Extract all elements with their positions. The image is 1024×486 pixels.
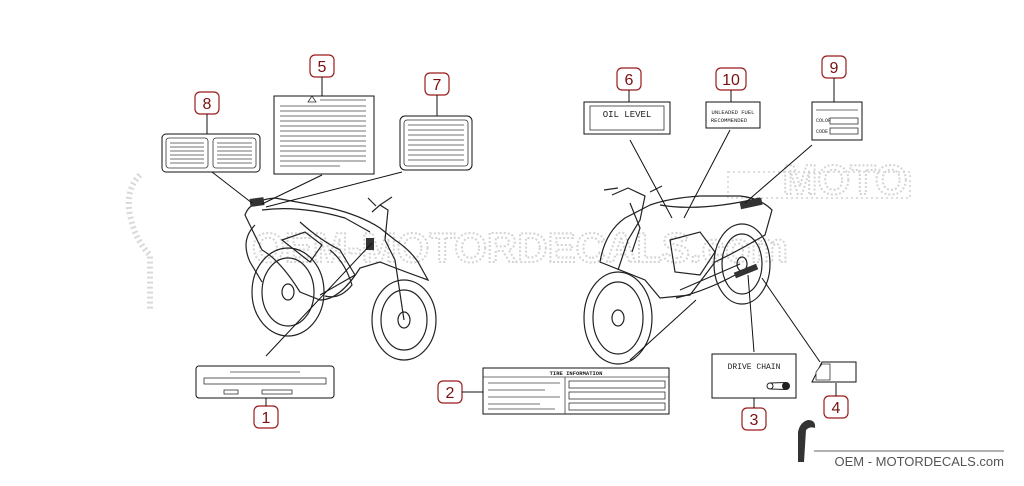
decal-6: OIL LEVEL xyxy=(583,101,671,135)
front-wheel-left xyxy=(371,279,437,361)
decal-5 xyxy=(273,95,375,175)
svg-text:3: 3 xyxy=(750,412,759,429)
unleaded-fuel-line2: RECOMMENDED xyxy=(711,117,748,124)
rear-wheel-left xyxy=(251,247,325,337)
watermark-banner xyxy=(727,171,911,199)
callout-5: 5 xyxy=(309,54,335,96)
svg-text:10: 10 xyxy=(722,72,740,89)
code-field-label: CODE xyxy=(816,129,828,135)
decal-2: TIRE INFORMATION xyxy=(482,367,670,415)
callout-2: 2 xyxy=(437,380,483,404)
leader-lines xyxy=(211,129,821,363)
callout-4: 4 xyxy=(823,383,849,419)
callout-3: 3 xyxy=(741,398,767,431)
decal-7 xyxy=(399,115,473,171)
watermark-swoosh xyxy=(125,172,153,310)
decal-9: COLOR CODE xyxy=(811,101,863,141)
tire-information-label: TIRE INFORMATION xyxy=(550,370,603,377)
svg-text:1: 1 xyxy=(262,410,271,427)
front-wheel-right xyxy=(583,271,653,365)
warning-triangle-icon xyxy=(307,95,317,103)
motorcycle-right-side xyxy=(583,185,773,365)
brand-mark: OEM - MOTORDECALS.com xyxy=(798,420,1004,469)
callout-10: 10 xyxy=(715,67,747,102)
svg-text:2: 2 xyxy=(446,385,455,402)
decal-8 xyxy=(161,133,261,173)
decal-4 xyxy=(811,361,857,383)
decal-1 xyxy=(195,365,335,399)
drive-chain-label: DRIVE CHAIN xyxy=(728,363,781,372)
svg-text:7: 7 xyxy=(433,77,442,94)
watermark-text: OEM-MOTORDECALS.com xyxy=(252,224,788,271)
watermark: MOTO OEM-MOTORDECALS.com xyxy=(125,155,911,310)
brand-bird-icon xyxy=(798,420,816,462)
svg-text:6: 6 xyxy=(625,72,634,89)
color-field-label: COLOR xyxy=(816,118,831,124)
callout-6: 6 xyxy=(616,67,642,102)
decal-10: UNLEADED FUEL RECOMMENDED xyxy=(705,101,761,129)
callout-9: 9 xyxy=(821,55,847,102)
callout-8: 8 xyxy=(194,91,220,134)
svg-text:4: 4 xyxy=(832,400,841,417)
chain-icon xyxy=(766,382,790,390)
watermark-partial-text: MOTO xyxy=(782,156,907,203)
unleaded-fuel-line1: UNLEADED FUEL xyxy=(712,109,755,116)
decal-3: DRIVE CHAIN xyxy=(711,353,797,399)
svg-text:5: 5 xyxy=(318,59,327,76)
callout-7: 7 xyxy=(424,72,450,116)
svg-text:9: 9 xyxy=(830,60,839,77)
motorcycle-left-side xyxy=(244,196,437,361)
svg-text:8: 8 xyxy=(203,96,212,113)
oil-level-label: OIL LEVEL xyxy=(603,110,652,120)
brand-text: OEM - MOTORDECALS.com xyxy=(834,454,1004,469)
callout-1: 1 xyxy=(253,398,279,429)
